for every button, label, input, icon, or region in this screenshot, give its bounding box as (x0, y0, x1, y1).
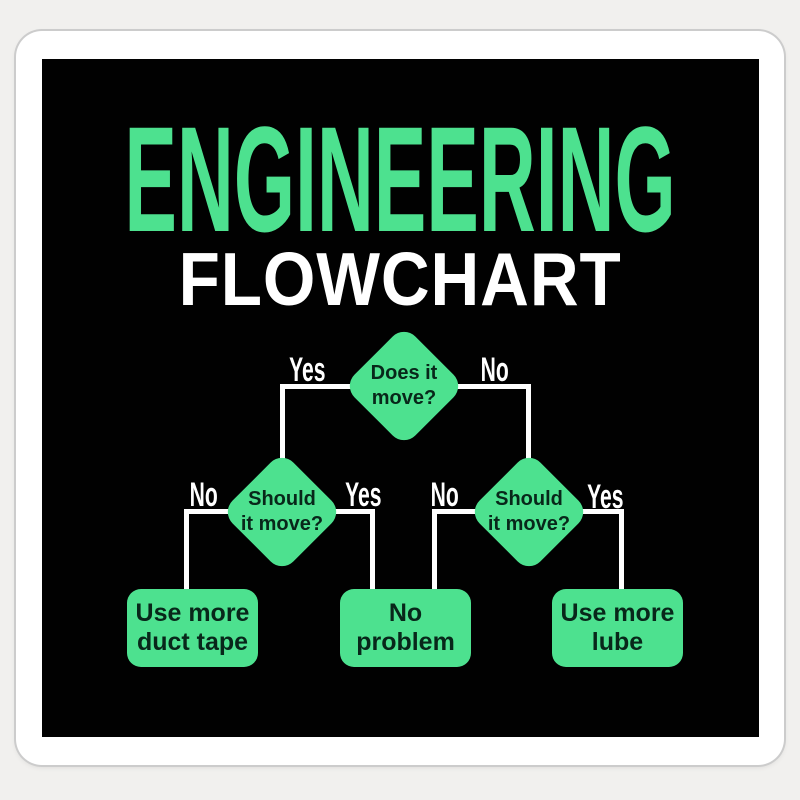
connector-left-yes-horizontal (320, 509, 375, 514)
outcome-duct-tape-line2: duct tape (136, 628, 249, 656)
decision-should-it-move-left-line2: it move? (240, 513, 324, 535)
outcome-lube-box: Use more lube (552, 589, 683, 667)
branch-label-right-yes: Yes (560, 478, 650, 516)
decision-does-it-move-line1: Does it (370, 362, 438, 384)
connector-left-no-vertical (184, 509, 189, 589)
connector-root-no-vertical (526, 384, 531, 459)
outcome-duct-tape-line1: Use more (135, 599, 250, 627)
page-subtitle: FLOWCHART (179, 236, 622, 321)
outcome-lube-line1: Use more (560, 599, 675, 627)
sticker: ENGINEERING FLOWCHART Does it move? (16, 31, 784, 765)
branch-label-right-no-text: No (430, 476, 460, 514)
branch-label-root-yes: Yes (262, 351, 352, 389)
connector-right-no-vertical (432, 509, 437, 589)
branch-label-left-yes-text: Yes (344, 476, 382, 514)
outcome-no-problem-line2: problem (356, 628, 455, 656)
branch-label-root-no: No (450, 351, 540, 389)
connector-left-no-horizontal (184, 509, 246, 514)
connector-left-yes-vertical (370, 509, 375, 589)
page-title: ENGINEERING (124, 95, 677, 263)
connector-root-no-horizontal (445, 384, 531, 389)
outcome-duct-tape-box: Use more duct tape (127, 589, 258, 667)
connector-right-yes-vertical (619, 509, 624, 589)
outcome-no-problem-box: No problem (340, 589, 471, 667)
branch-label-root-no-text: No (480, 351, 510, 389)
decision-does-it-move-line2: move? (371, 387, 437, 409)
branch-label-left-no-text: No (189, 476, 219, 514)
connector-root-yes-vertical (280, 384, 285, 459)
connector-root-yes-horizontal (280, 384, 360, 389)
decision-does-it-move-label: Does it move? (339, 361, 469, 411)
decision-should-it-move-right-line1: Should (495, 488, 563, 510)
branch-label-left-no: No (159, 476, 249, 514)
decision-should-it-move-left-line1: Should (248, 488, 316, 510)
subtitle-row: FLOWCHART (42, 236, 759, 321)
outcome-lube-line2: lube (591, 628, 644, 656)
branch-label-root-yes-text: Yes (288, 351, 326, 389)
connector-right-no-horizontal (432, 509, 487, 514)
decision-should-it-move-right-label: Should it move? (464, 487, 594, 537)
flowchart-canvas: ENGINEERING FLOWCHART Does it move? (42, 59, 759, 737)
branch-label-right-yes-text: Yes (586, 478, 624, 516)
branch-label-right-no: No (400, 476, 490, 514)
branch-label-left-yes: Yes (318, 476, 408, 514)
decision-should-it-move-right-line2: it move? (487, 513, 571, 535)
connector-right-yes-horizontal (570, 509, 624, 514)
title-row: ENGINEERING (42, 104, 759, 254)
outcome-no-problem-line1: No (388, 599, 423, 627)
decision-should-it-move-left-label: Should it move? (217, 487, 347, 537)
